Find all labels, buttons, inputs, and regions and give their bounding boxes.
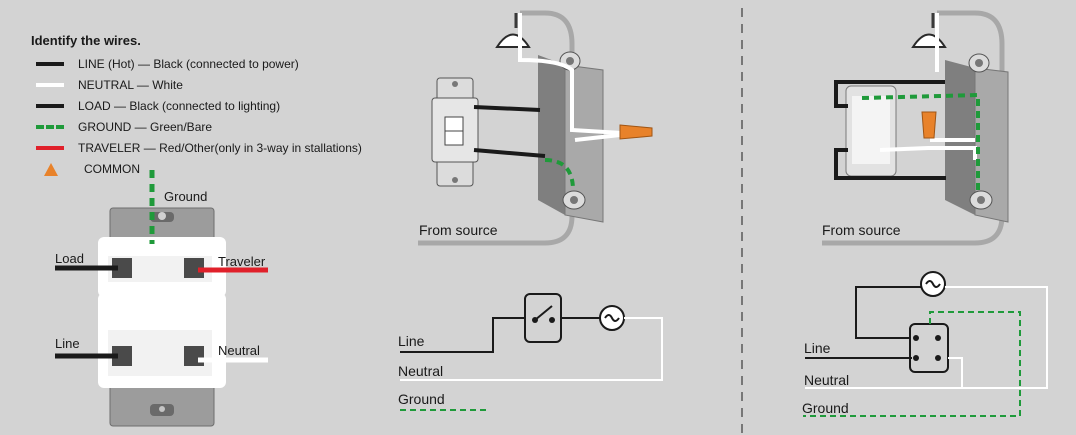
- load-swatch: [36, 104, 64, 108]
- from-source-label: From source: [419, 222, 498, 238]
- from-source-label: From source: [822, 222, 901, 238]
- traveler-label: Traveler: [218, 254, 266, 269]
- legend-label: LINE (Hot) — Black (connected to power): [78, 57, 299, 71]
- schematic-ground-label: Ground: [802, 400, 849, 416]
- wire-nut-icon: [921, 111, 937, 139]
- ground-swatch: [36, 125, 64, 129]
- legend-item-common: COMMON: [36, 160, 140, 178]
- legend-title: Identify the wires.: [31, 33, 141, 48]
- wiring-after-diagram: [822, 10, 1009, 246]
- legend-item-line: LINE (Hot) — Black (connected to power): [36, 55, 299, 73]
- smart-switch-device: [98, 207, 226, 427]
- light-fixture-icon: [911, 33, 947, 48]
- legend-label: LOAD — Black (connected to lighting): [78, 99, 281, 113]
- line-swatch: [36, 62, 64, 66]
- legend-item-ground: GROUND — Green/Bare: [36, 118, 212, 136]
- schematic-after: [803, 271, 1048, 417]
- legend-item-load: LOAD — Black (connected to lighting): [36, 97, 280, 115]
- ground-label: Ground: [164, 189, 208, 204]
- legend-label: GROUND — Green/Bare: [78, 120, 213, 134]
- wiring-before-diagram: [418, 10, 653, 246]
- wire-nut-icon: [619, 124, 653, 140]
- common-triangle-icon: [44, 162, 58, 176]
- legend-label: NEUTRAL — White: [78, 78, 183, 92]
- schematic-line-label: Line: [804, 340, 831, 356]
- schematic-ground-label: Ground: [398, 391, 445, 407]
- schematic-line-label: Line: [398, 333, 425, 349]
- neutral-swatch: [36, 83, 64, 87]
- schematic-neutral-label: Neutral: [804, 372, 850, 388]
- legend-label: COMMON: [84, 162, 140, 176]
- neutral-label: Neutral: [218, 343, 260, 358]
- legend-item-traveler: TRAVELER — Red/Other(only in 3-way in st…: [36, 139, 362, 157]
- light-fixture-icon: [495, 33, 531, 48]
- schematic-before: [400, 293, 663, 411]
- legend-item-neutral: NEUTRAL — White: [36, 76, 183, 94]
- legend-label: TRAVELER — Red/Other(only in 3-way in st…: [78, 141, 362, 155]
- schematic-neutral-label: Neutral: [398, 363, 444, 379]
- traveler-swatch: [36, 146, 64, 150]
- load-label: Load: [55, 251, 84, 266]
- line-label: Line: [55, 336, 80, 351]
